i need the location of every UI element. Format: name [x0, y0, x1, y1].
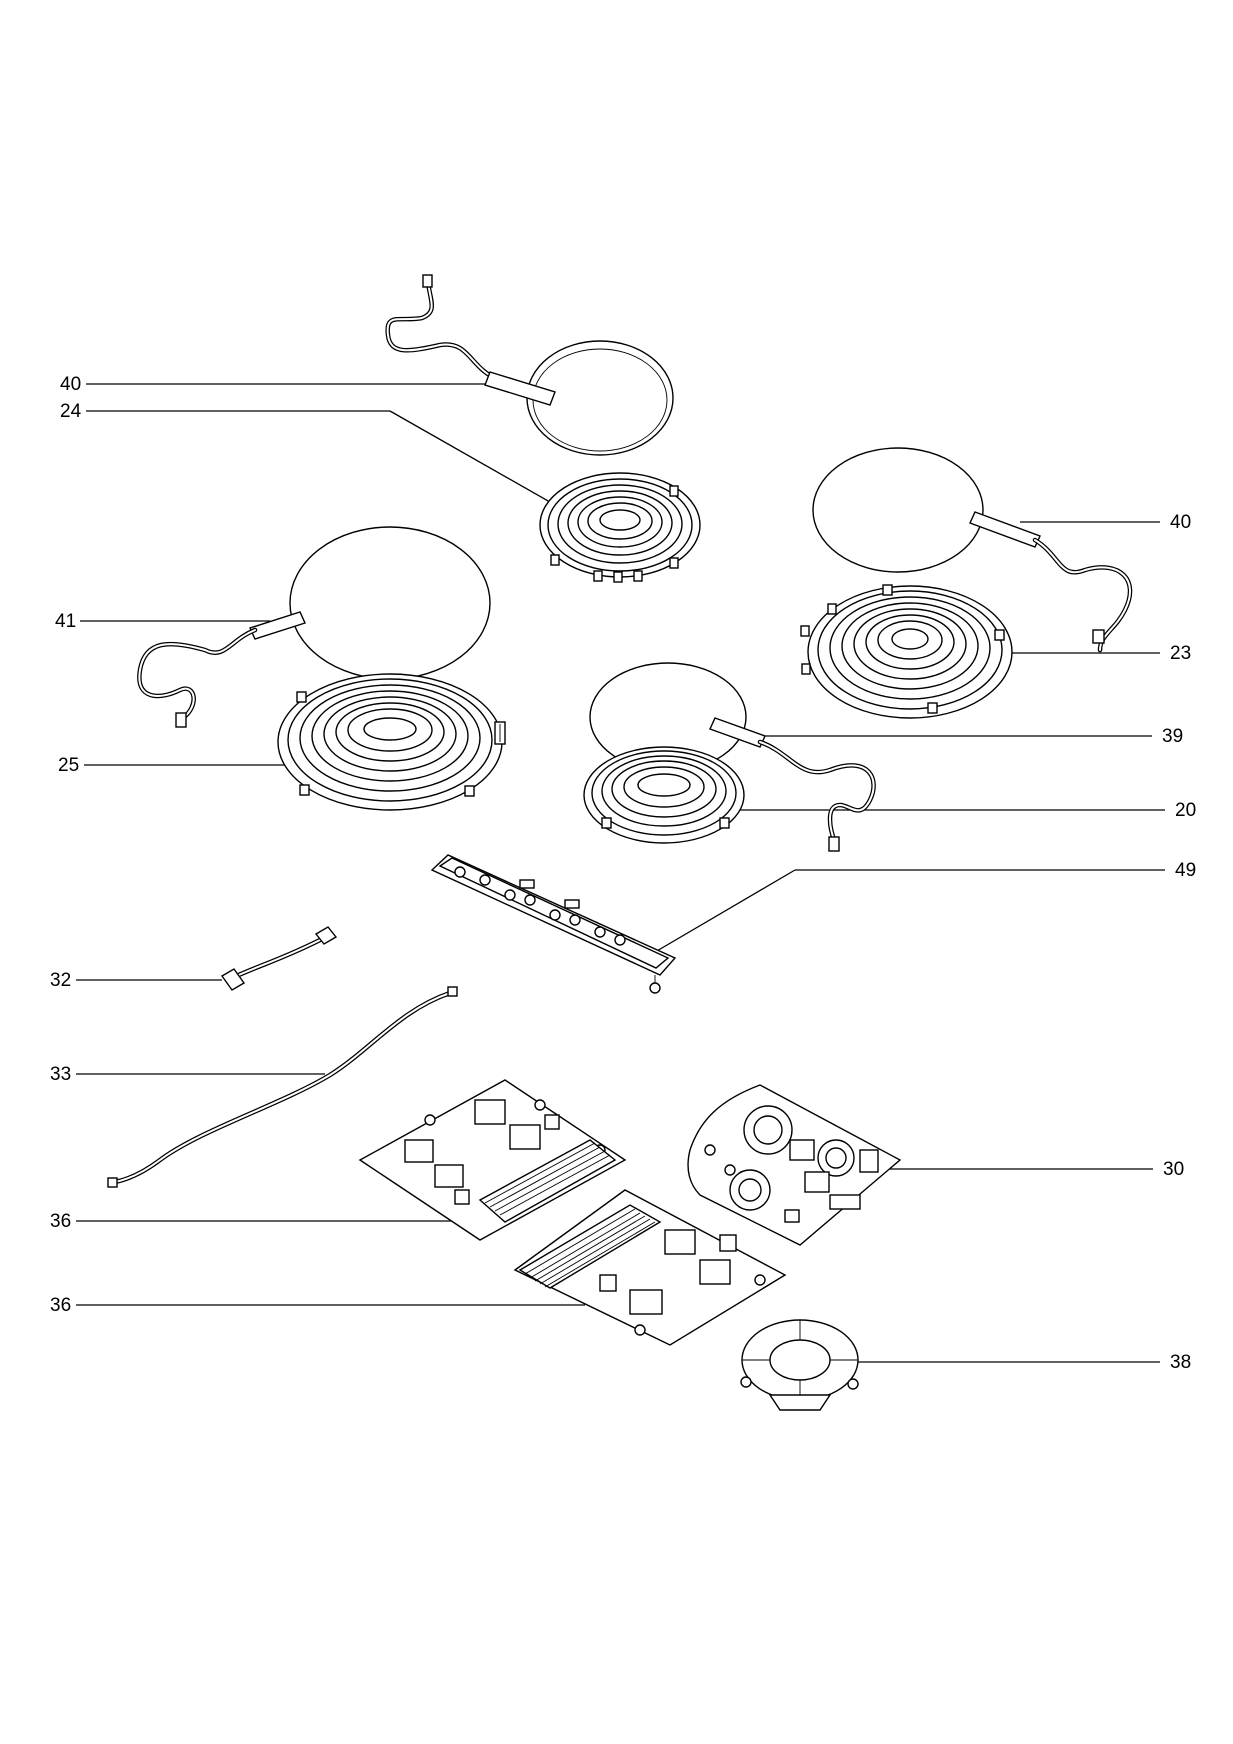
callout-40-right: 40	[1020, 512, 1191, 533]
sensor-disc-40-right	[812, 447, 1133, 653]
label-40-right: 40	[1170, 512, 1191, 533]
callout-33: 33	[50, 1064, 325, 1085]
sensor-disc-41	[137, 526, 491, 728]
sensor-disc-39	[589, 662, 876, 852]
coil-25	[277, 673, 506, 811]
label-38: 38	[1170, 1352, 1191, 1373]
label-20: 20	[1175, 800, 1196, 821]
coil-23	[800, 584, 1013, 719]
callout-49: 49	[649, 860, 1196, 956]
cable-33	[107, 986, 458, 1188]
callout-30: 30	[880, 1159, 1184, 1180]
coil-20	[583, 746, 745, 844]
label-23: 23	[1170, 643, 1191, 664]
callout-39: 39	[765, 726, 1183, 747]
callout-24: 24	[60, 401, 579, 519]
ferrite-support-38	[740, 1319, 859, 1411]
callout-32: 32	[50, 970, 222, 991]
control-board-49	[430, 854, 677, 994]
callout-36-lower: 36	[50, 1295, 585, 1316]
callout-23: 23	[990, 643, 1191, 664]
label-39: 39	[1162, 726, 1183, 747]
filter-board-30	[687, 1084, 902, 1246]
label-41: 41	[55, 611, 76, 632]
callout-36-upper: 36	[50, 1211, 455, 1232]
callout-41: 41	[55, 611, 270, 632]
label-25: 25	[58, 755, 79, 776]
harness-32	[220, 926, 338, 991]
callout-20: 20	[720, 800, 1196, 821]
callout-38: 38	[855, 1352, 1191, 1373]
label-33: 33	[50, 1064, 71, 1085]
callout-40-top: 40	[60, 374, 512, 395]
label-49: 49	[1175, 860, 1196, 881]
callout-25: 25	[58, 755, 290, 776]
label-30: 30	[1163, 1159, 1184, 1180]
label-40-top: 40	[60, 374, 81, 395]
coil-24	[539, 472, 701, 583]
label-24: 24	[60, 401, 82, 422]
power-board-36-upper	[358, 1079, 627, 1241]
label-36-upper: 36	[50, 1211, 71, 1232]
label-36-lower: 36	[50, 1295, 71, 1316]
power-board-36-lower	[513, 1189, 787, 1346]
sensor-disc-40-top	[385, 274, 674, 456]
label-32: 32	[50, 970, 71, 991]
